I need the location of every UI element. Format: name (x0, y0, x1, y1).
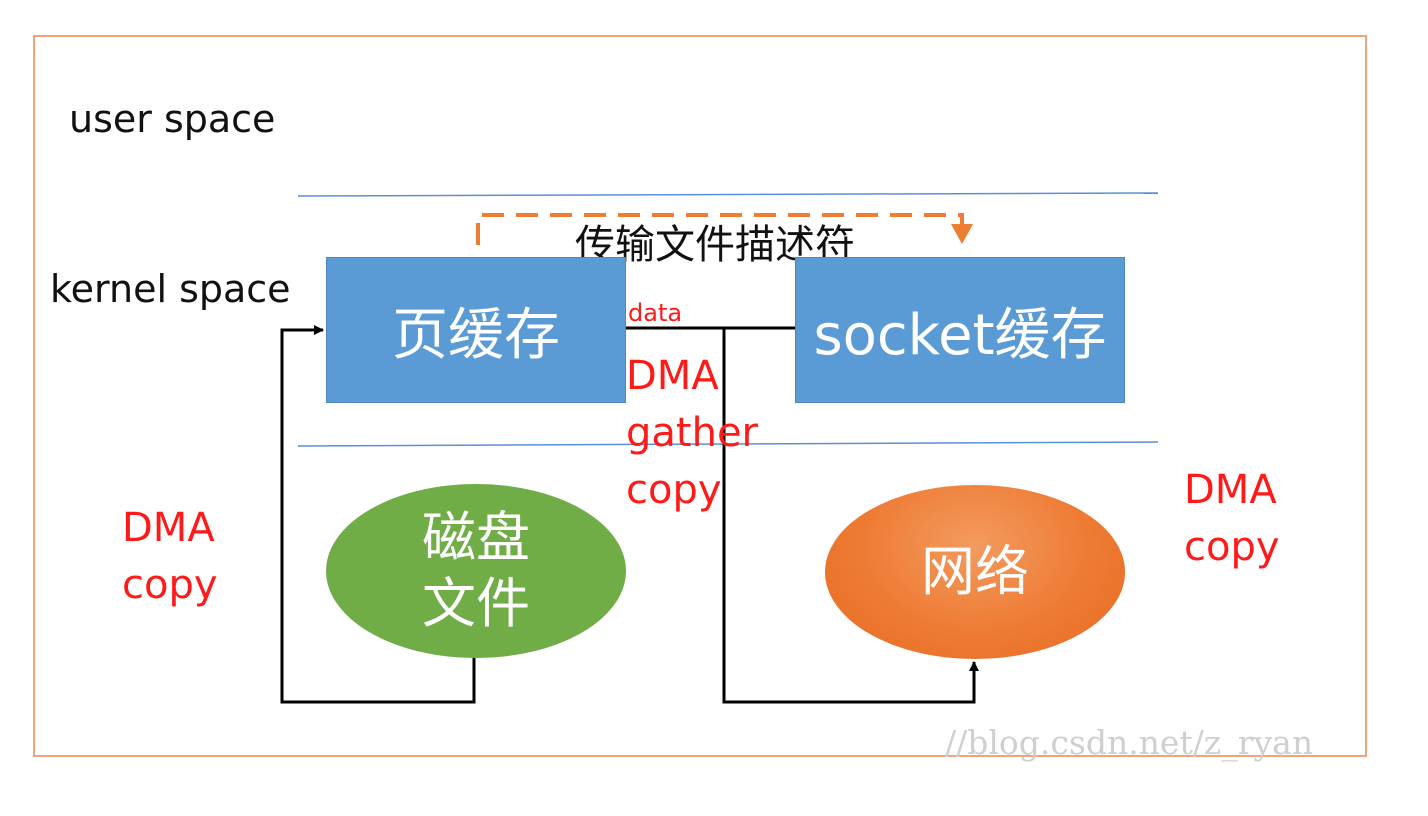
kernel-hardware-divider (297, 441, 1159, 447)
data-label: data (628, 299, 683, 327)
page-cache-box: 页缓存 (326, 257, 626, 403)
dma-copy-right-line-2: copy (1184, 523, 1280, 570)
user-space-label: user space (69, 97, 276, 141)
dma-copy-left-label: DMA copy (122, 500, 218, 614)
socket-cache-label: socket缓存 (813, 302, 1107, 368)
dma-copy-left-line-1: DMA (122, 505, 215, 551)
descriptor-dashed-arrow (476, 213, 973, 245)
dma-gather-copy-line-2: gather (626, 409, 758, 456)
disk-file-node: 磁盘 文件 (326, 484, 626, 658)
dma-gather-copy-label: DMA gather copy (626, 348, 758, 518)
dma-copy-right-label: DMA copy (1184, 462, 1280, 576)
kernel-space-label: kernel space (50, 267, 291, 311)
diagram-frame (33, 35, 1367, 757)
network-node: 网络 (825, 485, 1125, 659)
disk-to-page-cache-arrow (280, 325, 476, 704)
network-label: 网络 (921, 540, 1029, 604)
dma-gather-copy-line-1: DMA (626, 353, 719, 399)
disk-file-line-2: 文件 (422, 572, 530, 635)
watermark: //blog.csdn.net/z_ryan (945, 723, 1314, 762)
disk-file-line-1: 磁盘 (422, 506, 530, 570)
dma-copy-left-line-2: copy (122, 561, 218, 608)
socket-cache-box: socket缓存 (795, 257, 1125, 403)
user-kernel-divider (297, 192, 1159, 197)
dma-copy-right-line-1: DMA (1184, 467, 1277, 513)
page-cache-label: 页缓存 (392, 302, 560, 368)
gather-copy-to-network-arrow (722, 328, 979, 704)
dma-gather-copy-line-3: copy (626, 466, 722, 513)
